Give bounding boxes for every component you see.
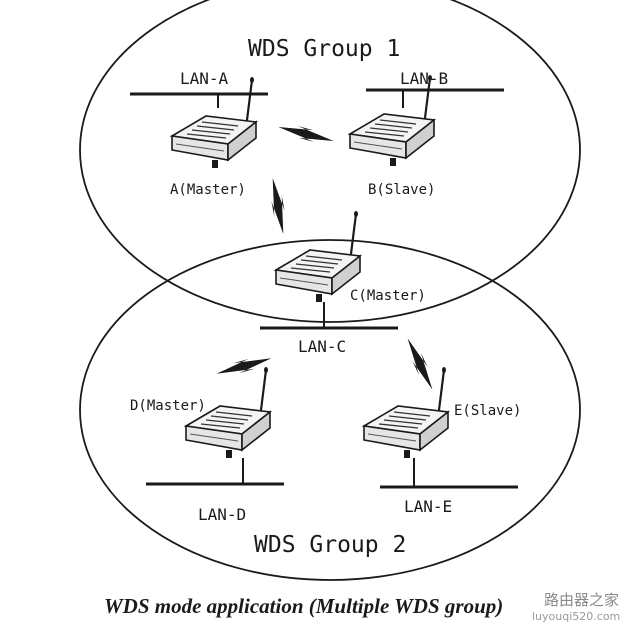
router-a-icon [170,75,258,170]
link-a-c-lightning-bolt-icon [253,177,303,235]
wds-group-1-title: WDS Group 1 [248,36,400,62]
wds-group-2-boundary [79,239,581,581]
lan-b-label: LAN-B [400,69,448,88]
router-c-label: C(Master) [350,288,426,304]
wds-group-2-title: WDS Group 2 [254,532,406,558]
watermark-url: luyouqi520.com [532,610,620,623]
wds-group-1-boundary [79,0,581,323]
router-b-label: B(Slave) [368,182,435,198]
lan-a-label: LAN-A [180,69,229,88]
lan-c-label: LAN-C [298,337,346,356]
router-d-label: D(Master) [130,398,206,414]
lan-e-label: LAN-E [404,497,452,516]
figure-caption: WDS mode application (Multiple WDS group… [104,594,503,618]
router-a-label: A(Master) [170,182,246,198]
link-c-e-lightning-bolt-icon [392,338,448,390]
router-e-icon [362,365,450,460]
lan-d-label: LAN-D [198,505,246,524]
router-e-label: E(Slave) [454,403,521,419]
watermark-title: 路由器之家 [544,591,619,609]
link-a-b-lightning-bolt-icon [278,117,334,151]
router-c-icon [274,209,362,304]
